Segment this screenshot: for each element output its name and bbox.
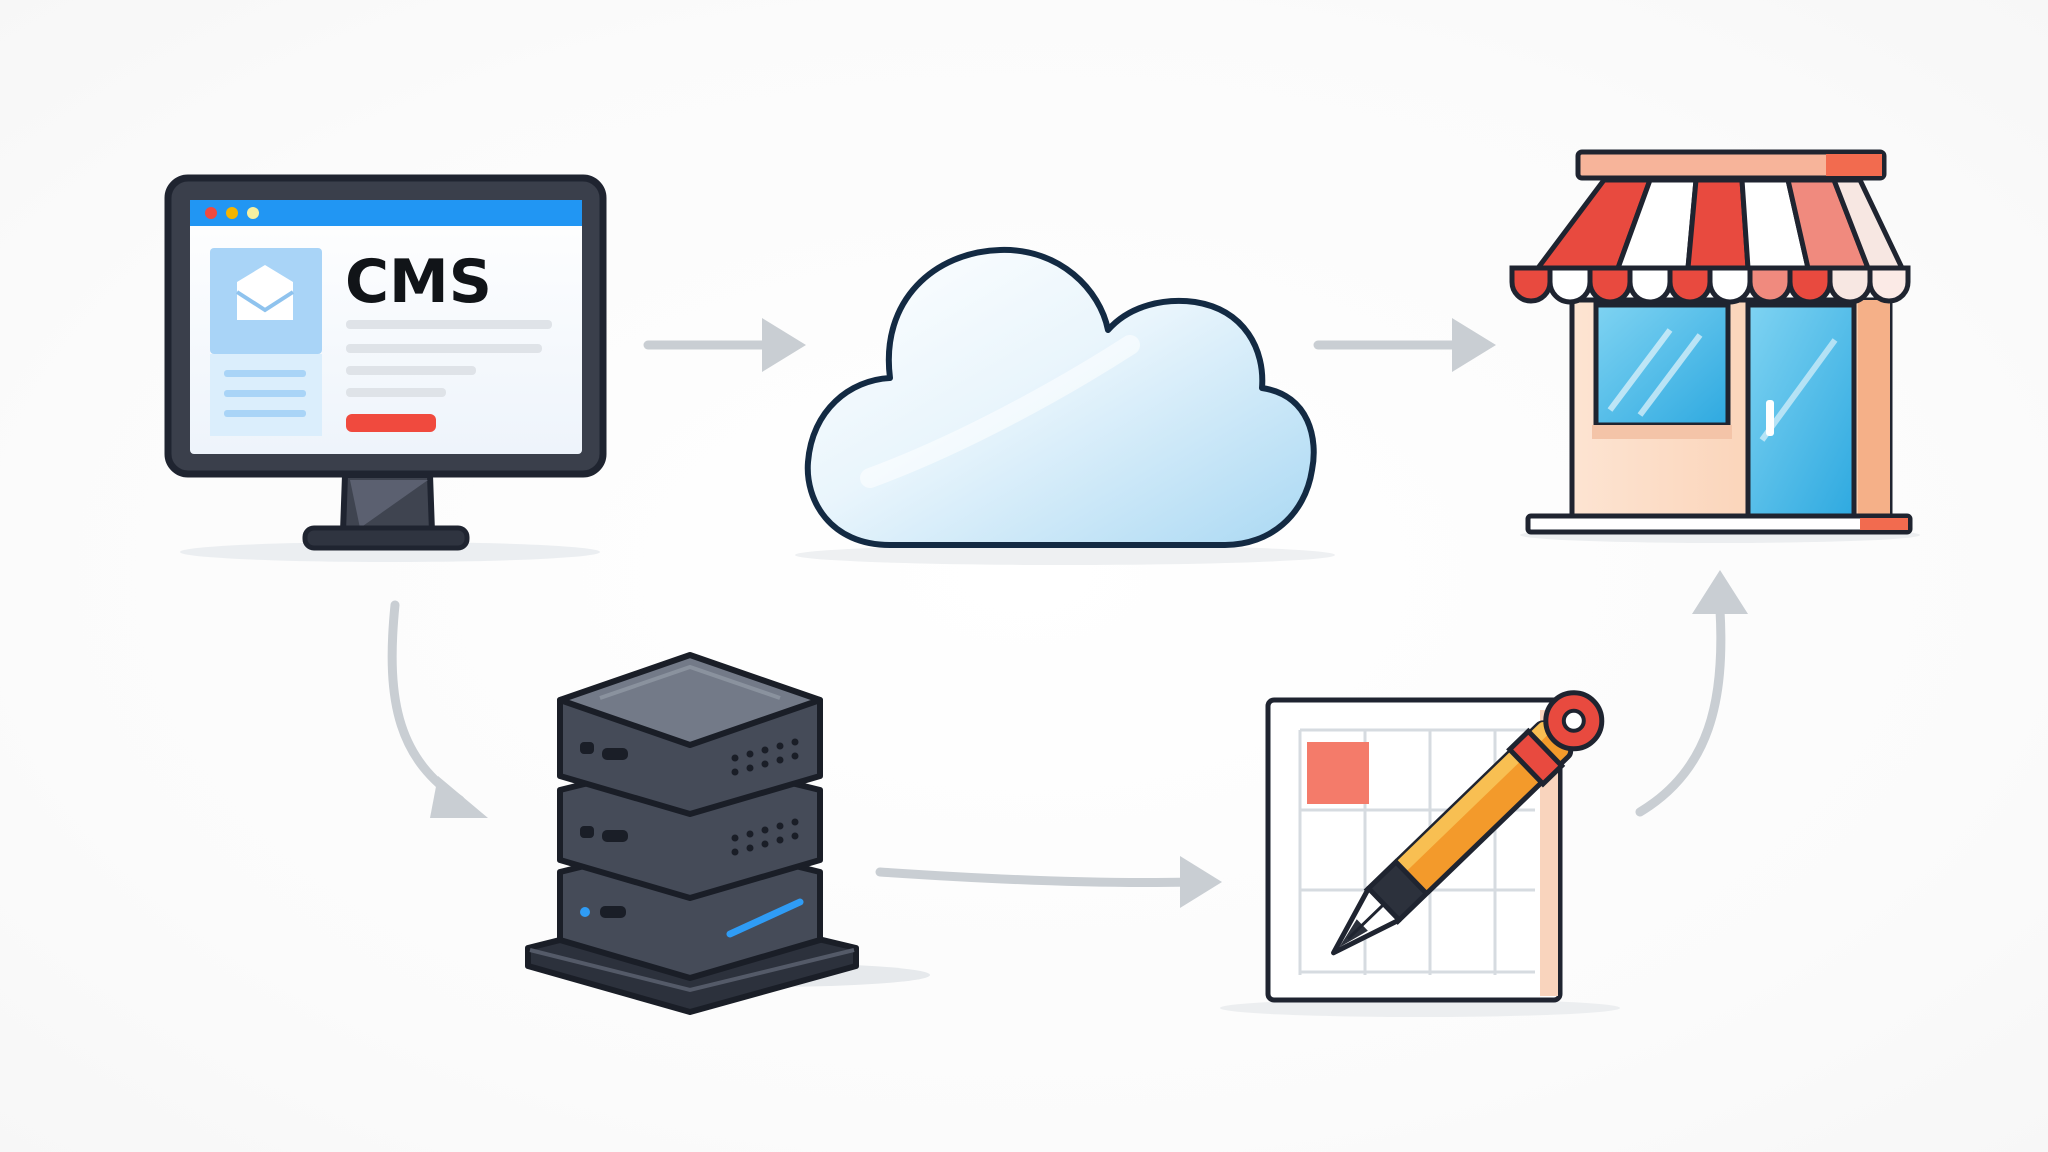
- arrow-monitor-to-cloud: [643, 318, 806, 372]
- arrow-server-to-editor: [875, 856, 1222, 908]
- storefront-icon[interactable]: [1509, 149, 1920, 543]
- cms-label: CMS: [345, 247, 492, 317]
- arrow-cloud-to-storefront: [1313, 318, 1496, 372]
- monitor-icon[interactable]: CMS: [164, 174, 607, 562]
- arrow-editor-to-storefront: [1635, 570, 1748, 817]
- cta-button: [346, 414, 436, 432]
- pen-edit-icon[interactable]: [1220, 681, 1620, 1017]
- server-stack-icon[interactable]: [525, 652, 930, 1015]
- arrow-monitor-to-server: [387, 600, 488, 818]
- cloud-icon[interactable]: [795, 246, 1335, 565]
